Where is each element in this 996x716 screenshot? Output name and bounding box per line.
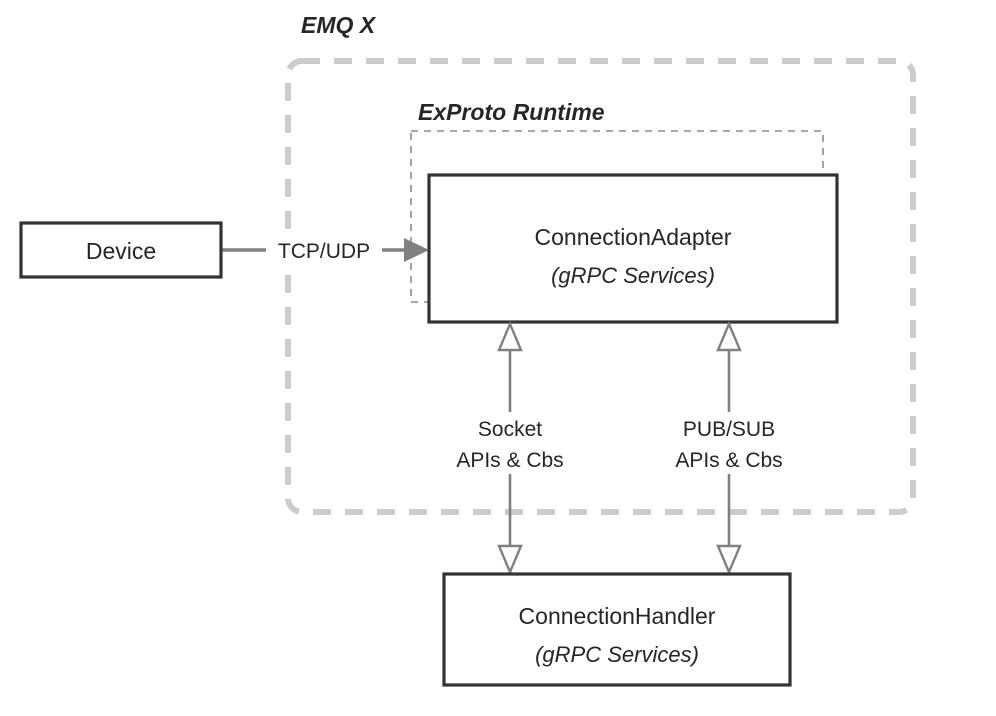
group-emqx: EMQ X [285,12,916,515]
edge-device-to-adapter-arrowhead [404,238,429,262]
node-device[interactable]: Device [19,221,223,279]
edge-pubsub-apis-label-line2: APIs & Cbs [675,449,782,472]
edge-device-to-adapter-label-mask [266,234,382,266]
edge-device-to-adapter-label: TCP/UDP [278,240,370,263]
edge-socket-apis: Socket APIs & Cbs [448,320,572,576]
node-device-title: Device [86,238,156,264]
edge-pubsub-apis-arrowhead-down [716,544,742,576]
group-exproto-label: ExProto Runtime [418,99,605,125]
node-connection-adapter-subtitle: (gRPC Services) [551,263,715,288]
edge-socket-apis-label-mask [448,412,572,474]
edge-pubsub-apis-label-mask [662,412,798,474]
node-connection-adapter-title: ConnectionAdapter [535,224,732,250]
node-connection-handler-subtitle: (gRPC Services) [535,642,699,667]
edge-socket-apis-label-line2: APIs & Cbs [456,449,563,472]
group-emqx-label: EMQ X [301,12,377,38]
edge-pubsub-apis-arrowhead-up [716,320,742,352]
group-emqx-boundary [285,58,916,515]
node-connection-handler[interactable]: ConnectionHandler (gRPC Services) [442,572,792,687]
edge-device-to-adapter: TCP/UDP [221,234,429,266]
node-connection-handler-box[interactable] [442,572,792,687]
node-connection-handler-title: ConnectionHandler [519,603,716,629]
edge-socket-apis-label-line1: Socket [478,418,542,441]
edge-socket-apis-arrowhead-down [497,544,523,576]
node-device-box[interactable] [19,221,223,279]
edge-socket-apis-arrowhead-up [497,320,523,352]
group-exproto: ExProto Runtime [410,99,824,303]
node-connection-adapter[interactable]: ConnectionAdapter (gRPC Services) [427,173,839,324]
edge-pubsub-apis-label-line1: PUB/SUB [683,418,775,441]
edge-pubsub-apis: PUB/SUB APIs & Cbs [662,320,798,576]
node-connection-adapter-box[interactable] [427,173,839,324]
